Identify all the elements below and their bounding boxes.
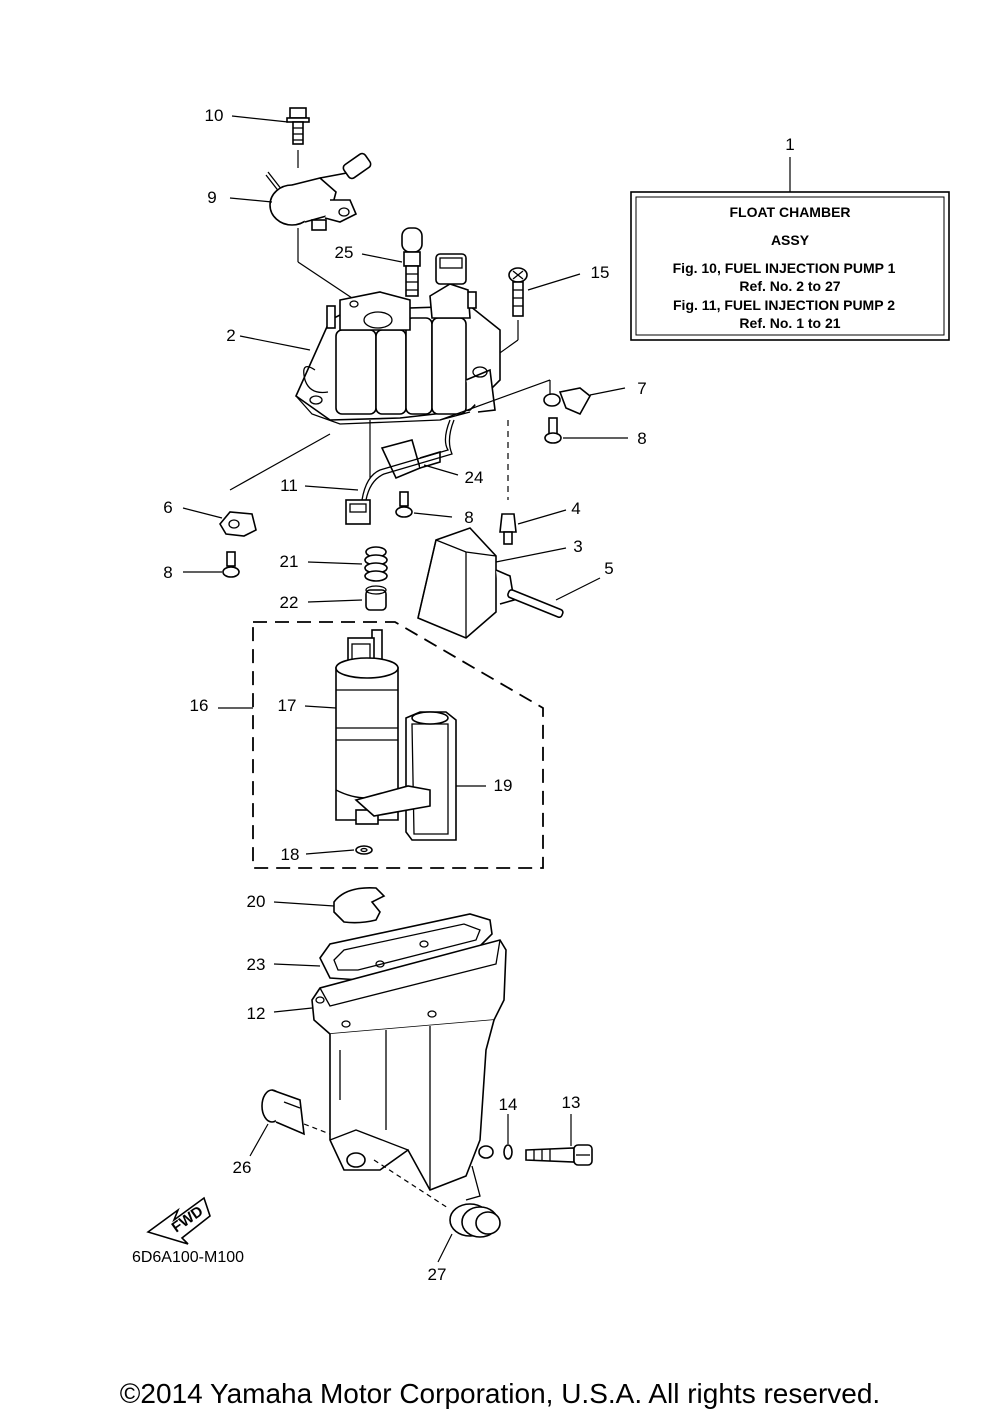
callout-2: 2 <box>226 326 235 345</box>
info-box-ref1: Fig. 10, FUEL INJECTION PUMP 1 <box>673 260 896 276</box>
callout-13: 13 <box>562 1093 581 1112</box>
part-15-screw <box>489 267 528 361</box>
callout-7: 7 <box>637 379 646 398</box>
part-3-float <box>417 527 567 639</box>
callout-8b: 8 <box>464 508 473 527</box>
callout-20: 20 <box>247 892 266 911</box>
part-16-assembly-outline <box>252 621 544 869</box>
part-7-clip <box>543 387 626 416</box>
part-8-screw-c <box>183 551 240 578</box>
callout-3: 3 <box>573 537 582 556</box>
part-26-plug <box>249 1089 331 1157</box>
callout-9: 9 <box>207 188 216 207</box>
part-13-screw <box>525 1114 593 1166</box>
part-5-pin <box>507 577 601 619</box>
part-10-bolt <box>286 107 310 168</box>
callout-22: 22 <box>280 593 299 612</box>
callout-25: 25 <box>335 243 354 262</box>
callout-27: 27 <box>428 1265 447 1284</box>
callout-18: 18 <box>281 845 300 864</box>
copyright-notice: ©2014 Yamaha Motor Corporation, U.S.A. A… <box>119 1378 881 1409</box>
part-6-plate <box>182 507 257 537</box>
callout-14: 14 <box>499 1095 518 1114</box>
callout-19: 19 <box>494 776 513 795</box>
callout-23: 23 <box>247 955 266 974</box>
part-14-oring <box>503 1114 513 1160</box>
part-11-harness <box>304 419 455 525</box>
info-box-ref1-sub: Ref. No. 2 to 27 <box>739 278 840 294</box>
part-4-nozzle <box>499 509 567 545</box>
callout-26: 26 <box>233 1158 252 1177</box>
callout-10: 10 <box>205 106 224 125</box>
callout-15: 15 <box>591 263 610 282</box>
info-box-ref2: Fig. 11, FUEL INJECTION PUMP 2 <box>673 297 895 313</box>
callout-17: 17 <box>278 696 297 715</box>
callout-1: 1 <box>785 135 794 154</box>
part-9-pressure-regulator <box>265 152 372 231</box>
callout-8a: 8 <box>637 429 646 448</box>
callout-24: 24 <box>465 468 484 487</box>
part-8-screw-a <box>544 417 628 444</box>
part-25-fitting <box>401 227 423 297</box>
fwd-arrow: FWD <box>146 1196 211 1245</box>
callout-21: 21 <box>280 552 299 571</box>
info-box-title: FLOAT CHAMBER <box>729 204 850 220</box>
callout-4: 4 <box>571 499 580 518</box>
callout-numbers: 10 9 25 15 2 7 8 11 24 6 8 4 3 8 21 5 22… <box>163 106 646 1284</box>
diagram-code: 6D6A100-M100 <box>132 1249 244 1266</box>
part-8-screw-b <box>395 491 453 518</box>
part-2-chamber-cover <box>295 253 501 425</box>
part-23-gasket <box>273 913 493 981</box>
part-22-spacer <box>307 585 387 611</box>
callout-5: 5 <box>604 559 613 578</box>
callout-8c: 8 <box>163 563 172 582</box>
part-19-filter <box>354 711 486 841</box>
part-27-grommet <box>437 1203 501 1263</box>
info-box-ref2-sub: Ref. No. 1 to 21 <box>739 315 840 331</box>
part-18-washer <box>305 845 373 855</box>
part-20-retainer <box>273 886 386 924</box>
info-box: 1 FLOAT CHAMBER ASSY Fig. 10, FUEL INJEC… <box>630 135 950 341</box>
part-12-float-chamber <box>273 939 507 1201</box>
callout-12: 12 <box>247 1004 266 1023</box>
callout-6: 6 <box>163 498 172 517</box>
info-box-subtitle: ASSY <box>771 232 810 248</box>
callout-11: 11 <box>280 476 298 495</box>
callout-16: 16 <box>190 696 209 715</box>
part-21-spring <box>307 546 388 582</box>
